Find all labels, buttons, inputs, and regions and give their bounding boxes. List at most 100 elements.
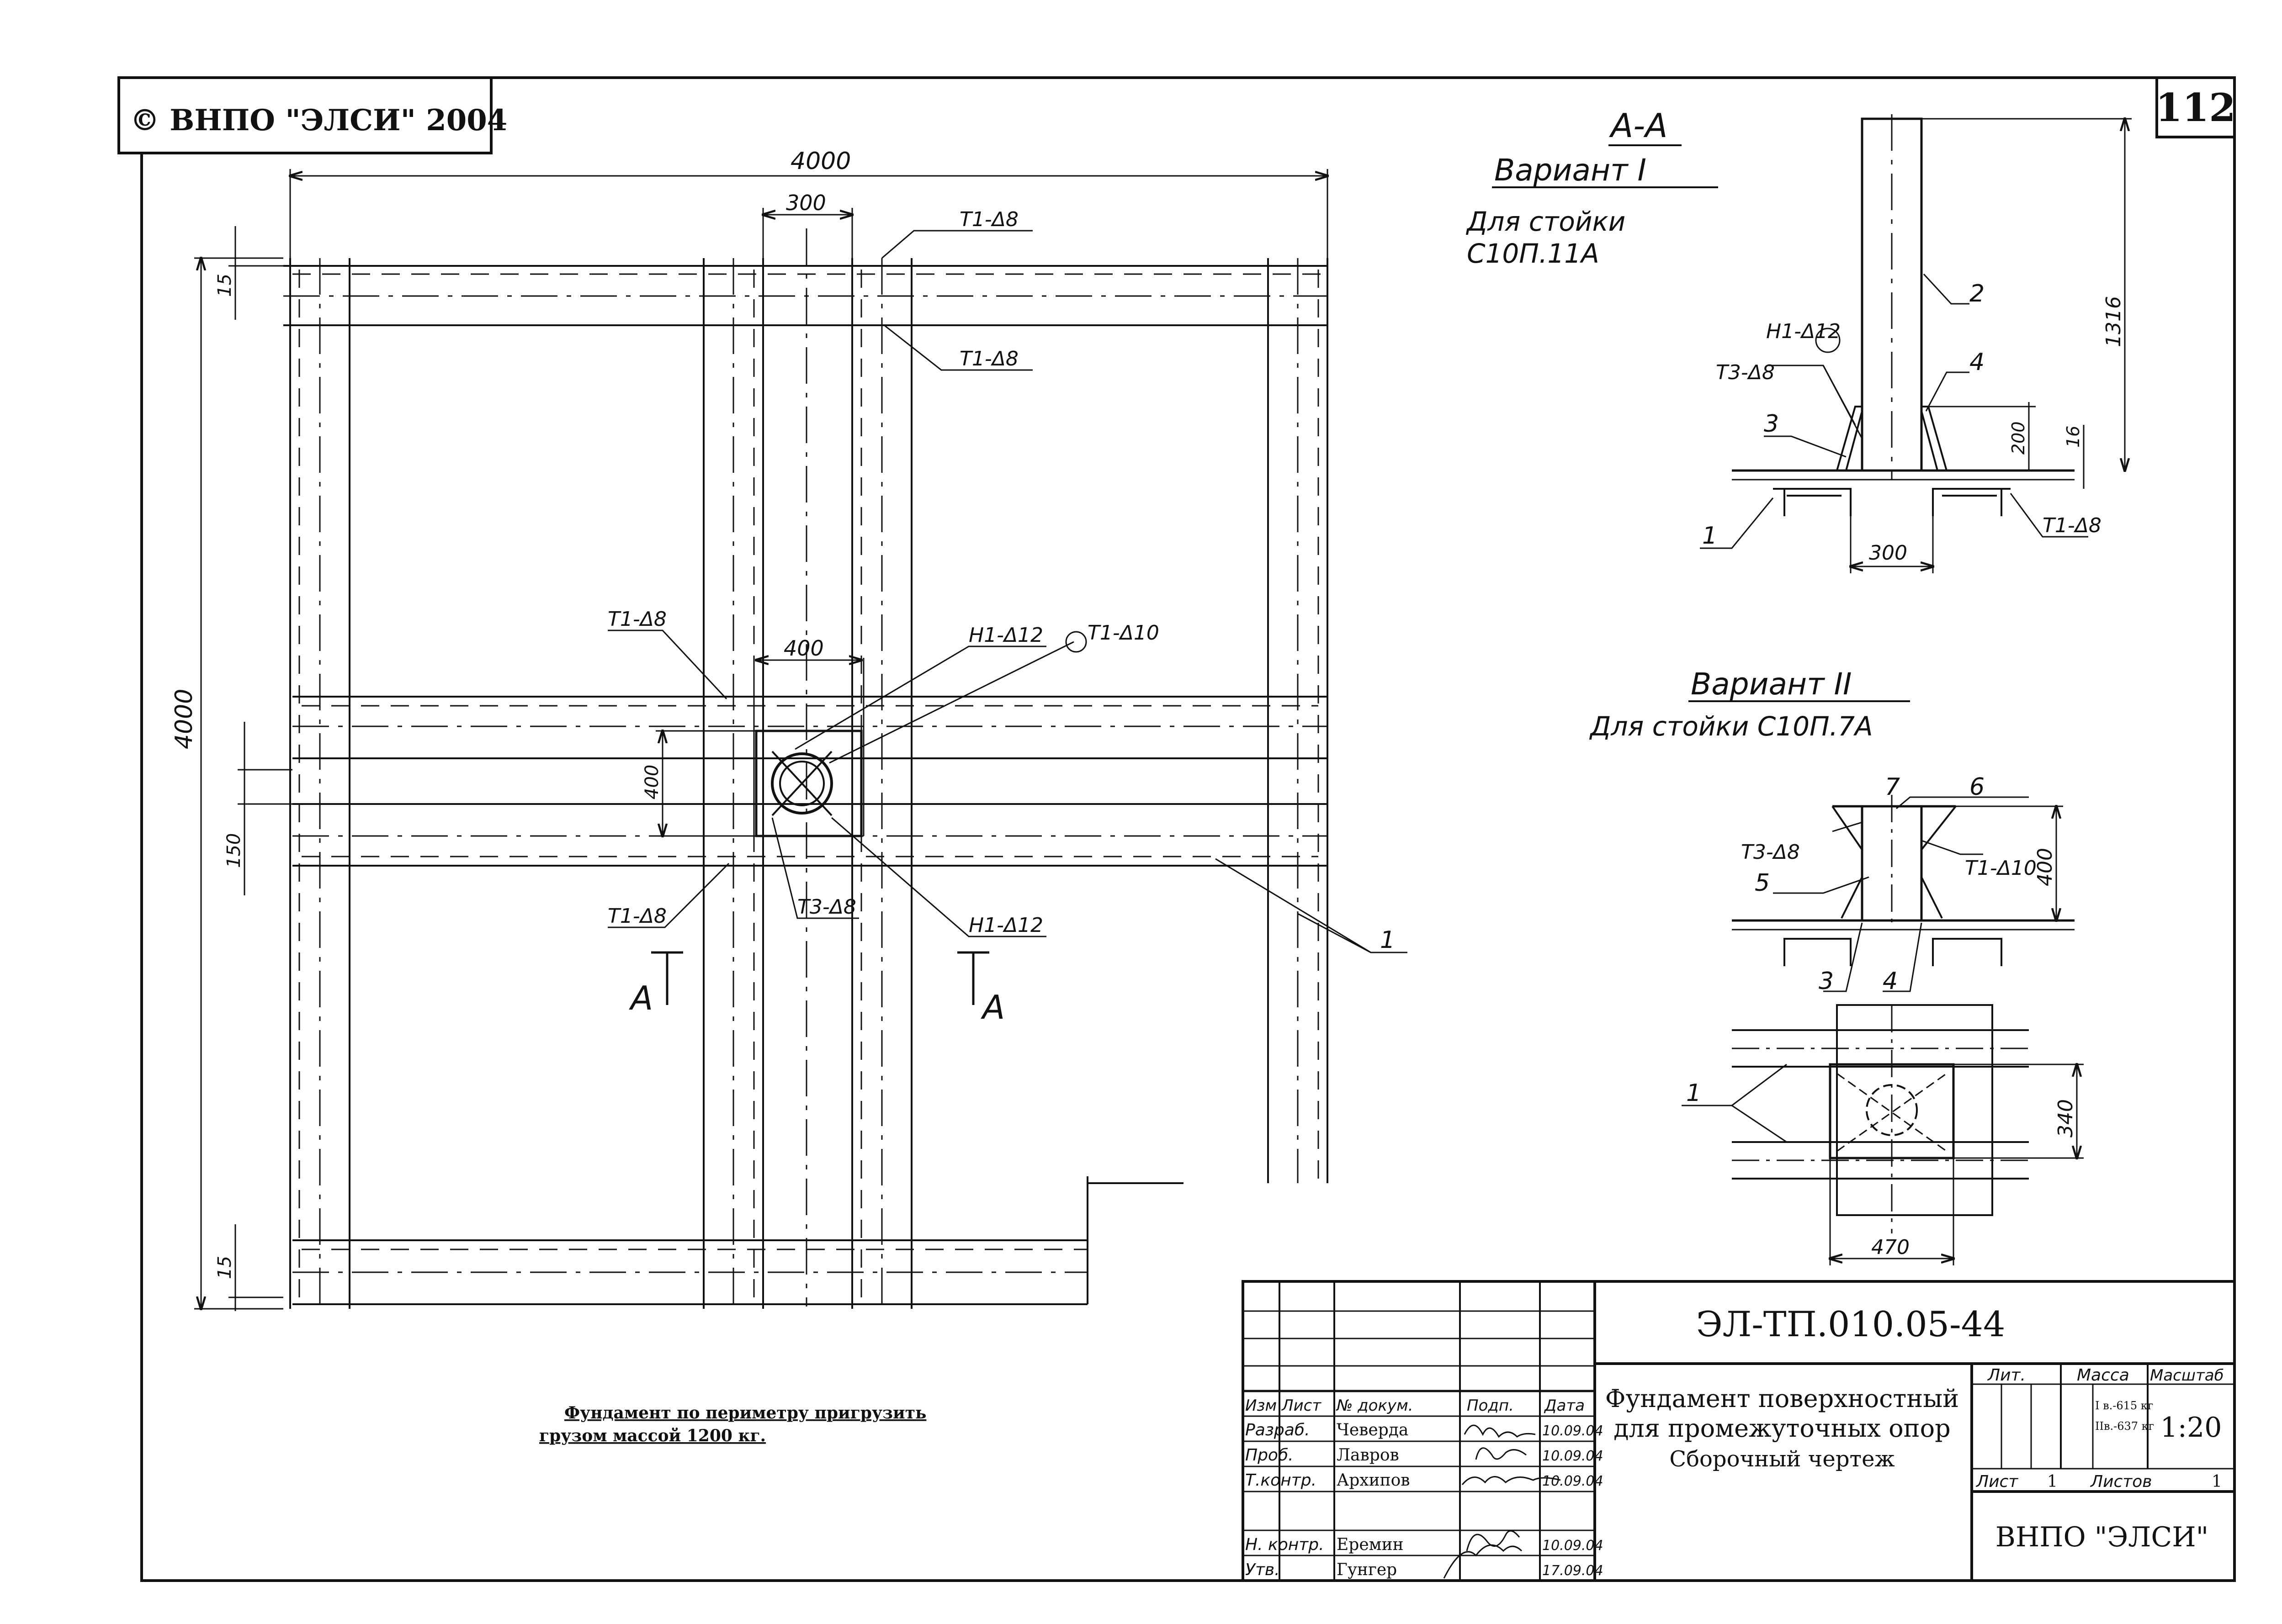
section-aa-title: А-А xyxy=(1609,106,1668,145)
position-1-plan: 1 xyxy=(1380,926,1395,954)
row-name-5: Гунгер xyxy=(1337,1561,1397,1579)
sheet-frame xyxy=(140,76,2236,1582)
row-date-4: 10.09.04 xyxy=(1542,1538,1603,1554)
copyright-text: © ВНПО "ЭЛСИ" 2004 xyxy=(130,103,507,138)
variant2-post: Для стойки С10П.7А xyxy=(1589,711,1873,742)
variant2-dim-340: 340 xyxy=(2054,1099,2077,1137)
doc-code: ЭЛ-ТП.010.05-44 xyxy=(1696,1304,2006,1344)
sheets-value: 1 xyxy=(2212,1472,2222,1491)
section-aa-variant: Вариант I xyxy=(1494,153,1646,188)
dim-400-height: 400 xyxy=(642,765,663,799)
variant2-labels: Вариант II Для стойки С10П.7А Т3-Δ8 Т1-Δ… xyxy=(1589,667,2077,1259)
weld-t1-8-bottom: Т1-Δ8 xyxy=(608,905,667,928)
row-name-3: Архипов xyxy=(1337,1471,1410,1490)
scale-label: Масштаб xyxy=(2150,1366,2224,1385)
leaders xyxy=(608,230,1407,953)
weld-h1-12-top: Н1-Δ12 xyxy=(969,624,1043,647)
signature-marks xyxy=(1443,1424,1561,1579)
sheet-label: Лист xyxy=(1975,1472,2018,1491)
weld-h1-12-bottom: Н1-Δ12 xyxy=(969,914,1043,937)
section-aa-labels: А-А Вариант I Для стойки С10П.11А Н1-Δ12… xyxy=(1465,106,2125,565)
dim-400-width: 400 xyxy=(784,636,824,661)
mass-variant-2: IIв.-637 кг xyxy=(2095,1420,2154,1433)
variant2-pos-1: 1 xyxy=(1686,1079,1701,1107)
title-line-3: Сборочный чертеж xyxy=(1669,1446,1895,1472)
mass-variant-1: I в.-615 кг xyxy=(2095,1399,2153,1412)
dim-4000-height: 4000 xyxy=(170,689,198,749)
title-line-2: для промежуточных опор xyxy=(1613,1414,1951,1443)
copyright-box: © ВНПО "ЭЛСИ" 2004 xyxy=(117,76,507,154)
row-date-2: 10.09.04 xyxy=(1542,1448,1603,1464)
hdr-list: Лист xyxy=(1281,1397,1321,1415)
weld-t1-8-left: Т1-Δ8 xyxy=(608,608,667,631)
title-block xyxy=(1242,1280,2236,1582)
dimension-lines xyxy=(194,169,1327,1311)
row-date-1: 10.09.04 xyxy=(1542,1423,1603,1439)
base-plate xyxy=(755,730,863,837)
plan-view xyxy=(194,169,1407,1311)
beam-left xyxy=(289,258,350,1309)
row-role-4: Н. контр. xyxy=(1245,1535,1324,1554)
section-aa-post-line1: Для стойки xyxy=(1465,206,1625,237)
hdr-izm: Изм xyxy=(1245,1397,1277,1415)
title-line-1: Фундамент поверхностный xyxy=(1605,1384,1959,1413)
variant2-pos-4: 4 xyxy=(1883,968,1898,995)
post-pipe-inner xyxy=(779,761,825,806)
section-aa-dim-1316: 1316 xyxy=(2102,296,2125,347)
note-line-2: грузом массой 1200 кг. xyxy=(539,1426,766,1445)
section-aa-post-line2: С10П.11А xyxy=(1467,238,1599,269)
variant2-pos-6: 6 xyxy=(1969,773,1985,801)
row-role-1: Разраб. xyxy=(1245,1421,1310,1439)
variant2-title: Вариант II xyxy=(1691,667,1852,702)
sheet-value: 1 xyxy=(2047,1472,2058,1491)
dim-15-top: 15 xyxy=(214,274,235,297)
post-pipe-outer xyxy=(771,752,833,815)
variant2-plan xyxy=(1682,1004,2084,1265)
section-aa-weld-h1-12: Н1-Δ12 xyxy=(1766,320,1841,343)
variant2-pos-5: 5 xyxy=(1755,869,1770,897)
variant2-pos-7: 7 xyxy=(1885,773,1900,801)
hdr-date: Дата xyxy=(1544,1397,1585,1415)
weld-t1-10: Т1-Δ10 xyxy=(1088,621,1159,645)
scale-value: 1:20 xyxy=(2160,1412,2222,1444)
row-date-5: 17.09.04 xyxy=(1542,1563,1603,1579)
section-mark-right xyxy=(957,951,989,1005)
weld-t1-8-top: Т1-Δ8 xyxy=(960,208,1019,231)
variant2-dim-470: 470 xyxy=(1871,1236,1910,1259)
row-name-4: Еремин xyxy=(1337,1535,1404,1554)
sheets-label: Листов xyxy=(2090,1472,2152,1491)
section-aa-weld-t1-8: Т1-Δ8 xyxy=(2043,514,2102,537)
section-aa-pos-2: 2 xyxy=(1969,280,1985,307)
beam-middle-upper xyxy=(292,696,1327,759)
section-aa-dim-300: 300 xyxy=(1869,541,1907,565)
sheet-number: 112 xyxy=(2155,85,2235,130)
note-line-1: Фундамент по периметру пригрузить xyxy=(564,1403,926,1423)
beam-bottom xyxy=(292,1239,1088,1305)
dim-15-bottom: 15 xyxy=(214,1256,235,1279)
variant2-pos-3: 3 xyxy=(1819,968,1834,995)
section-aa-drawing xyxy=(1700,114,2132,573)
beam-top xyxy=(283,265,1327,326)
weld-t3-8: Т3-Δ8 xyxy=(797,895,856,919)
lit-label: Лит. xyxy=(1987,1366,2026,1385)
variant2-elevation xyxy=(1732,795,2075,992)
section-letter-left: А xyxy=(629,979,653,1017)
variant2-dim-400: 400 xyxy=(2033,848,2057,886)
section-aa-pos-1: 1 xyxy=(1702,522,1717,550)
variant2-weld-t3-8: Т3-Δ8 xyxy=(1741,841,1800,864)
section-aa-dim-16: 16 xyxy=(2063,426,2083,448)
row-role-3: Т.контр. xyxy=(1245,1471,1316,1490)
dim-150: 150 xyxy=(223,833,244,868)
section-aa-weld-t3-8: Т3-Δ8 xyxy=(1716,361,1775,384)
row-name-1: Чеверда xyxy=(1337,1421,1408,1439)
row-name-2: Лавров xyxy=(1337,1446,1399,1465)
organization: ВНПО "ЭЛСИ" xyxy=(1995,1521,2208,1553)
row-date-3: 10.09.04 xyxy=(1542,1473,1603,1489)
mass-label: Масса xyxy=(2077,1366,2129,1385)
dim-4000-width: 4000 xyxy=(791,148,851,175)
hdr-sign: Подп. xyxy=(1467,1397,1514,1415)
row-role-2: Проб. xyxy=(1245,1446,1294,1465)
hdr-doc: № докум. xyxy=(1336,1397,1413,1415)
weld-t1-8-second: Т1-Δ8 xyxy=(960,347,1019,370)
